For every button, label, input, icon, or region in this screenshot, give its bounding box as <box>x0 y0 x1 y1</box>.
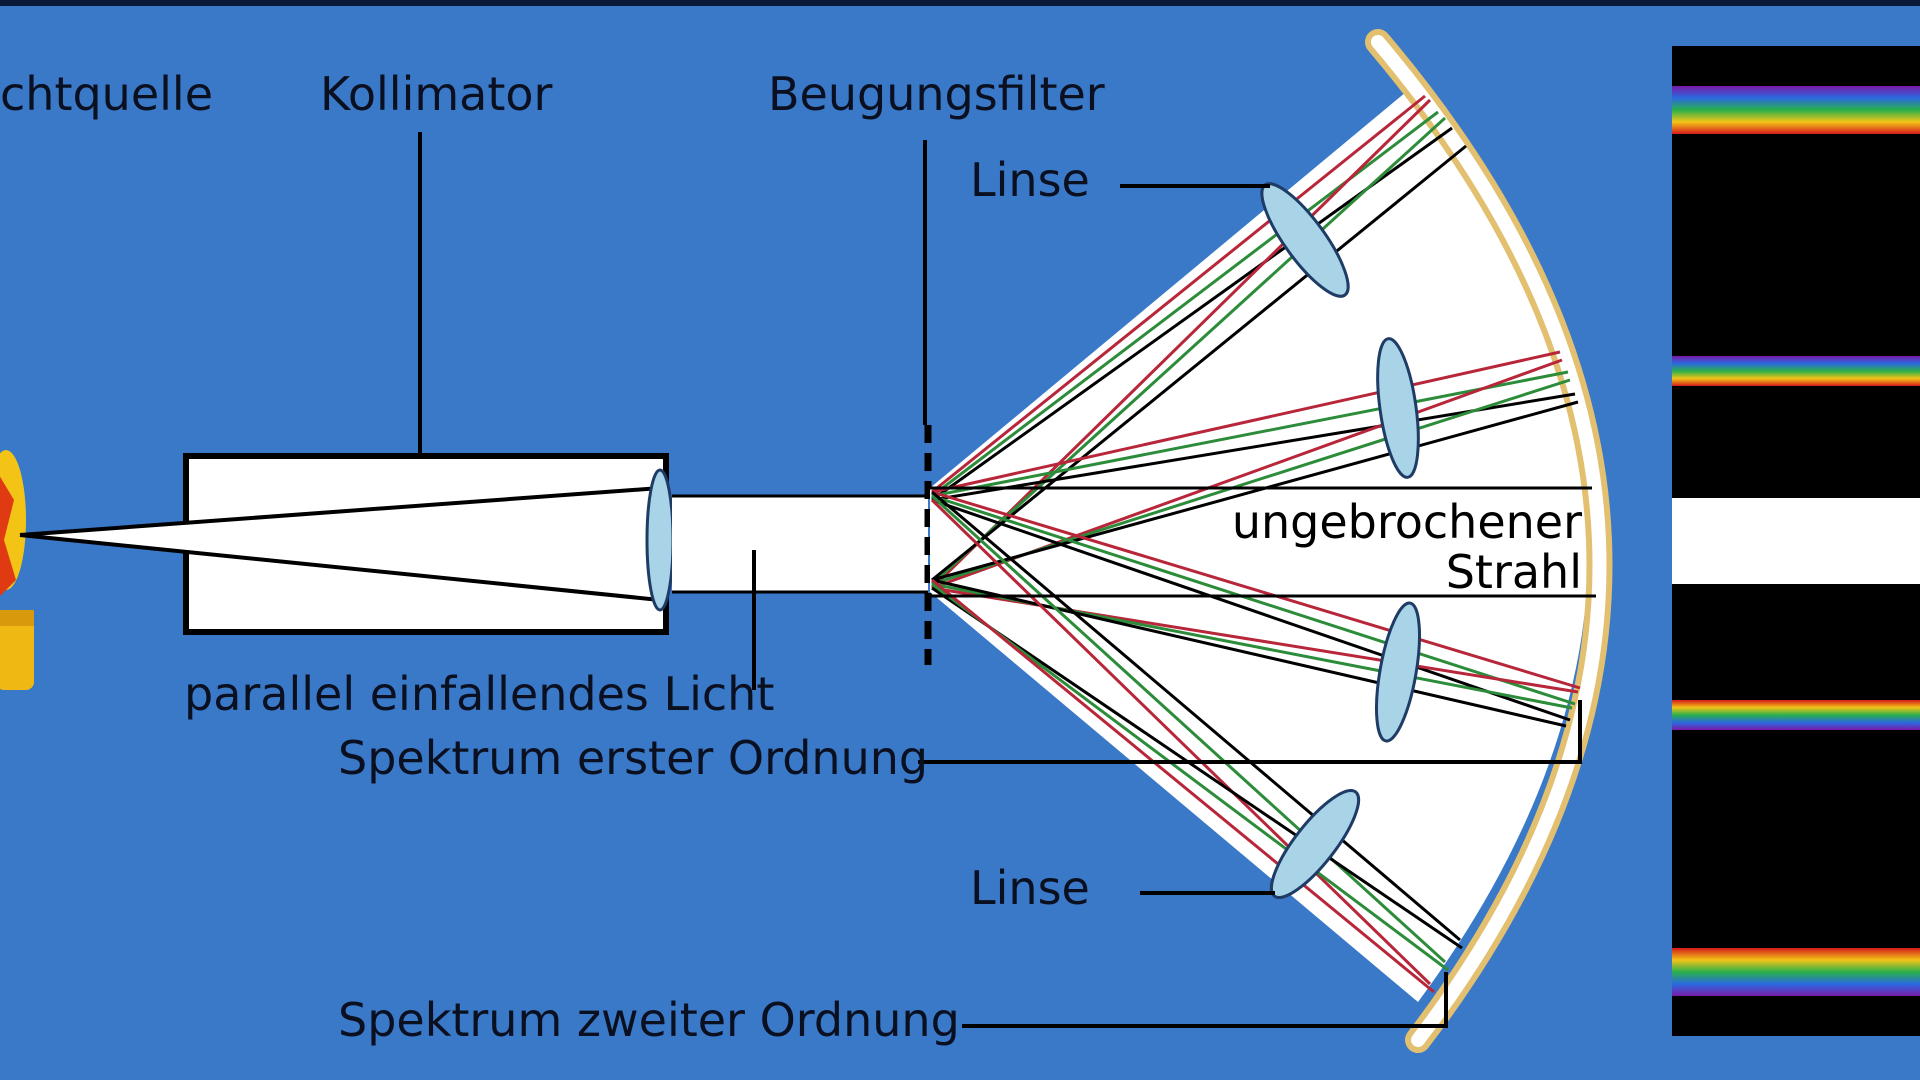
label-undiffracted-line1: ungebrochener <box>1232 495 1582 549</box>
spectrum-band-second-order-lower <box>1672 948 1920 996</box>
lens-lower-outer <box>1269 789 1361 899</box>
label-lens-top: Linse <box>970 153 1090 207</box>
cone-edge-bottom <box>19 533 661 602</box>
source-cone <box>20 488 660 600</box>
cone-edge-top <box>19 486 661 537</box>
light-bulb-icon <box>0 450 34 690</box>
label-second-order: Spektrum zweiter Ordnung <box>338 993 960 1047</box>
spectrum-band-second-order-upper <box>1672 86 1920 134</box>
spectrum-band-first-order-upper <box>1672 356 1920 386</box>
label-light-source: chtquelle <box>0 67 213 121</box>
leader-lines <box>418 132 1582 1028</box>
label-first-order: Spektrum erster Ordnung <box>338 731 928 785</box>
screen-rim-inner <box>1371 35 1607 1047</box>
label-grating: Beugungsfilter <box>768 67 1105 121</box>
spectrum-band-undiffracted <box>1672 498 1920 584</box>
screen-fan-area <box>930 82 1589 1002</box>
parallel-beam <box>672 496 928 592</box>
label-lens-bottom: Linse <box>970 861 1090 915</box>
collimator-lens <box>645 468 675 612</box>
label-collimator: Kollimator <box>320 67 553 121</box>
label-undiffracted-line2: Strahl <box>1446 545 1582 599</box>
lens-upper-inner <box>1376 337 1420 479</box>
label-parallel-light: parallel einfallendes Licht <box>184 667 774 721</box>
spectrum-band-first-order-lower <box>1672 700 1920 730</box>
diffracted-rays <box>930 94 1581 994</box>
top-frame-bar <box>0 0 1920 6</box>
lens-lower-inner <box>1375 601 1421 743</box>
